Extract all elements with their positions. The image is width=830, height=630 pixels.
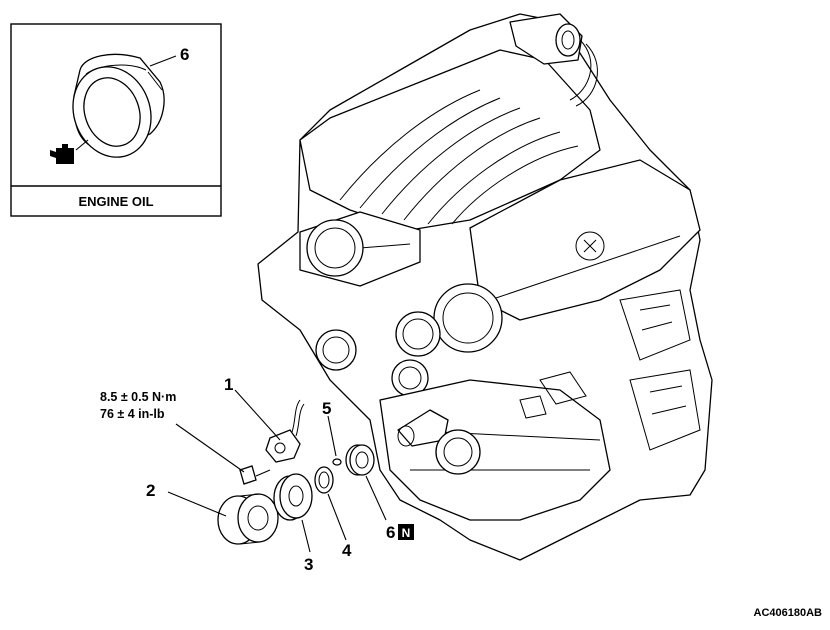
leader-torque (175, 423, 245, 473)
leader-3 (301, 519, 311, 553)
bolt-part (239, 465, 271, 485)
sprocket-part (217, 493, 279, 545)
new-part-mark: N (402, 526, 411, 540)
timing-plate-part (273, 473, 313, 521)
leader-5 (327, 415, 337, 457)
key-part (332, 458, 342, 466)
crank-sensor-part (265, 399, 305, 463)
callout-3: 3 (304, 555, 313, 574)
callout-2: 2 (146, 481, 155, 500)
callout-6: 6 (386, 523, 395, 542)
callout-4: 4 (342, 541, 352, 560)
leader-1 (234, 389, 281, 441)
inset-part-number: 6 (180, 45, 189, 64)
inset-panel: 6 ENGINE OIL (10, 23, 222, 217)
oil-seal-drawing (72, 53, 165, 158)
lubricant-label: ENGINE OIL (78, 194, 153, 209)
callout-1: 1 (224, 375, 233, 394)
oil-seal-part (345, 444, 375, 476)
callout-5: 5 (322, 399, 331, 418)
leader-2 (167, 491, 227, 517)
torque-line-2: 76 ± 4 in-lb (100, 407, 165, 421)
leader-4 (327, 493, 347, 541)
spacer-part (314, 466, 334, 494)
figure-code: AC406180AB (754, 607, 823, 619)
engine-drawing (257, 13, 713, 561)
oil-can-icon (50, 144, 74, 164)
new-part-badge: N (398, 524, 414, 540)
torque-line-1: 8.5 ± 0.5 N·m (100, 390, 176, 404)
leader-6 (365, 475, 387, 521)
